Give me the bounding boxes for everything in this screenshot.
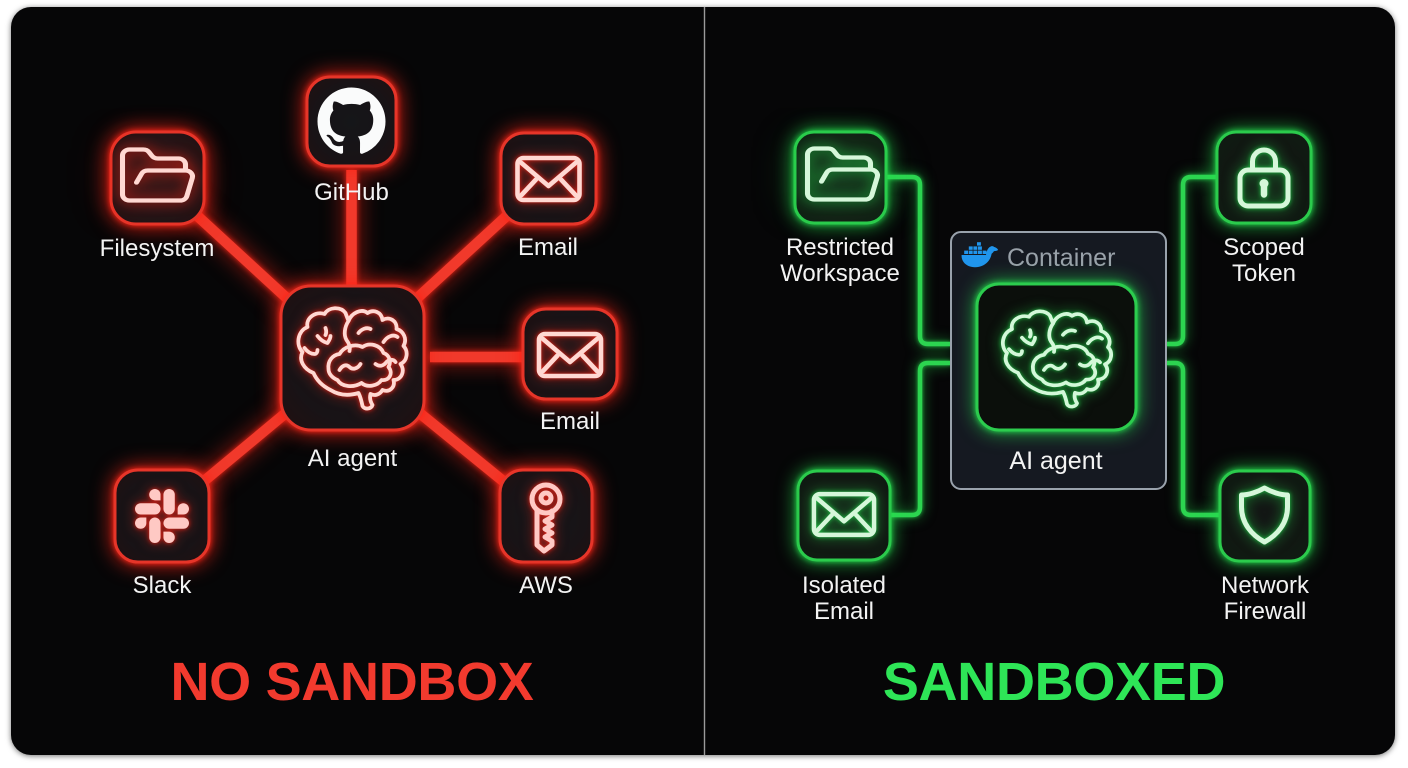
svg-text:Firewall: Firewall: [1224, 598, 1307, 625]
svg-text:AI agent: AI agent: [1009, 447, 1102, 475]
svg-text:Restricted: Restricted: [786, 234, 894, 261]
svg-text:Slack: Slack: [133, 572, 193, 599]
svg-text:Filesystem: Filesystem: [100, 235, 215, 262]
svg-text:GitHub: GitHub: [314, 179, 389, 206]
svg-text:Workspace: Workspace: [780, 260, 900, 287]
svg-text:Isolated: Isolated: [802, 572, 886, 599]
svg-text:SANDBOXED: SANDBOXED: [883, 652, 1225, 712]
svg-text:Network: Network: [1221, 572, 1310, 599]
svg-text:Scoped: Scoped: [1223, 234, 1304, 261]
svg-text:Container: Container: [1007, 244, 1115, 272]
svg-text:AWS: AWS: [519, 572, 573, 599]
svg-text:Email: Email: [540, 408, 600, 435]
svg-text:AI agent: AI agent: [308, 445, 398, 472]
svg-text:Token: Token: [1232, 260, 1296, 287]
svg-text:Email: Email: [518, 234, 578, 261]
svg-text:NO SANDBOX: NO SANDBOX: [170, 652, 533, 712]
svg-text:Email: Email: [814, 598, 874, 625]
